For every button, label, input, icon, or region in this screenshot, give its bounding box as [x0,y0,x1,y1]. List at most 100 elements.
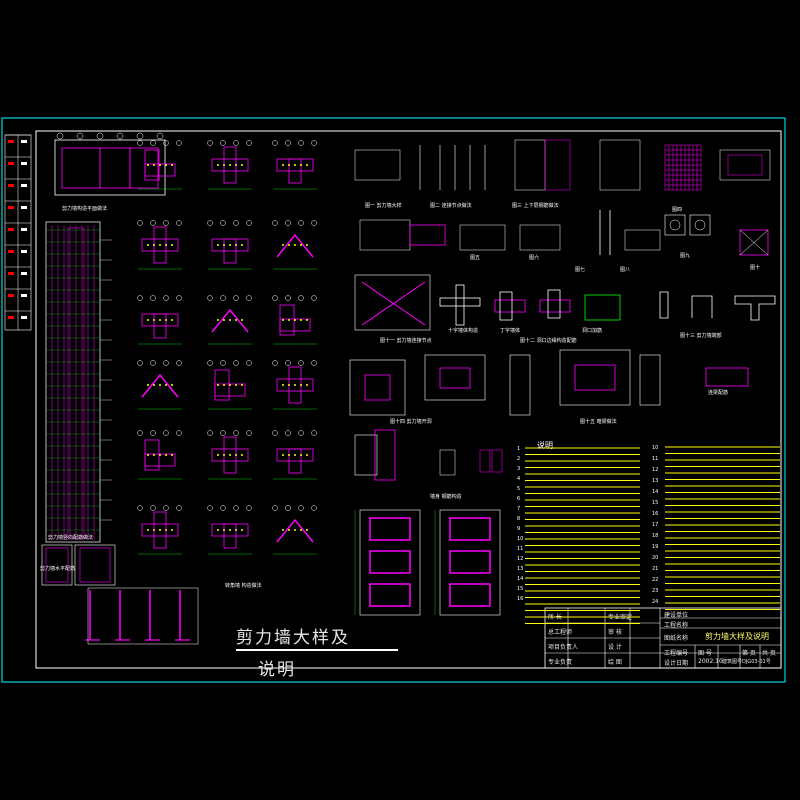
sheet-title: 剪力墙大样及 说明 [236,622,416,686]
tb-date-label: 设计日期 [664,660,689,667]
plan-room [99,147,131,189]
junction [539,299,571,313]
pipe-circle [694,219,706,231]
rebar-dot [294,244,296,246]
note-number: 24 [652,599,658,605]
rebar-dot [171,454,173,456]
rebar-dot [235,454,237,456]
label-detail-4: 图二 连接节点做法 [430,203,472,209]
label-detail-21: 丁字墙体 [500,328,521,334]
axis-bubble [163,140,169,146]
axis-bubble [272,505,278,511]
rebar-dot [306,164,308,166]
rebar-dot [217,164,219,166]
tb-sheet-no: 图 号 [698,650,712,657]
rebar-dot [223,454,225,456]
axis-bubble [233,360,239,366]
axis-bubble [176,140,182,146]
axis-bubble [137,430,143,436]
label-detail-16: 图十四 剪力墙开洞 [390,419,432,425]
tb-drawing-name-label: 图纸名称 [664,635,689,642]
junction [499,291,513,321]
rebar-dot [165,319,167,321]
label-detail-19: 墙身 钢筋构造 [430,494,462,500]
rebar-dot [153,529,155,531]
detail-box [599,139,641,191]
rebar-dot [294,164,296,166]
inner-frame [35,130,782,669]
axis-bubble [298,295,304,301]
rebar-dot [147,454,149,456]
junction-wall [276,378,314,392]
axis-bubble [246,220,252,226]
elevation-opening [449,517,491,541]
junction-wall [223,238,237,264]
junction-wall [288,158,302,184]
tb-code: 建筑图号DJG03-01号 [722,659,771,665]
axis-bubble [233,430,239,436]
axis-bubble [285,220,291,226]
binding-strip-mark [21,184,27,187]
axis-bubble [220,360,226,366]
detail-box [664,214,686,236]
detail-box [739,229,769,256]
rebar-dot [235,384,237,386]
note-number: 3 [517,466,520,472]
axis-bubble [150,430,156,436]
binding-strip-lines [5,134,31,330]
binding-strip-mark [8,272,14,275]
axis-bubble [311,220,317,226]
axis-bubble [233,220,239,226]
wall-detail [74,544,116,586]
rebar-dot [294,384,296,386]
tb-date: 2002.10 [698,658,723,665]
axis-bubble [116,132,124,140]
rebar-dot [241,319,243,321]
binding-strip-mark [21,228,27,231]
rebar-dot [171,244,173,246]
detail-box [544,139,571,191]
axis-bubble [311,295,317,301]
tb-role-8: 绘 图 [608,659,622,666]
junction [584,294,621,321]
rebar-dot [229,454,231,456]
rebar-dot [288,384,290,386]
axis-bubble [207,505,213,511]
axis-bubble [163,295,169,301]
axis-bubble [233,295,239,301]
label-detail-20: 十字墙体构造 [448,328,479,334]
rebar-dot [153,384,155,386]
rebar-dot [241,164,243,166]
axis-bubble [311,505,317,511]
axis-bubble [246,295,252,301]
binding-strip-mark [8,162,14,165]
junction-wall [223,523,237,549]
note-number: 9 [517,526,520,532]
detail-box [409,224,446,246]
note-number: 10 [517,536,523,542]
tb-client: 建设单位 [664,612,689,619]
note-number: 1 [517,446,520,452]
detail-box [519,224,561,251]
rebar-dot [235,244,237,246]
rebar-dot [217,454,219,456]
axis-bubble [136,132,144,140]
binding-strip-mark [8,316,14,319]
rebar-dot [288,529,290,531]
profile-t [691,295,713,318]
binding-strip-mark [21,316,27,319]
axis-bubble [207,140,213,146]
junction-wall [141,523,179,537]
label-detail-17: 图十五 暗梁做法 [580,419,617,425]
tb-role-4: 专业负责 [548,659,573,666]
rebar-dot [235,319,237,321]
label-detail-18: 转角墙 构造做法 [225,583,262,589]
rebar-dot [288,319,290,321]
label-detail-8: 图六 [529,255,540,261]
rebar-dot [147,319,149,321]
binding-strip-mark [8,250,14,253]
rebar-dot [153,164,155,166]
axis-bubble [298,140,304,146]
axis-bubble [272,430,278,436]
note-number: 7 [517,506,520,512]
